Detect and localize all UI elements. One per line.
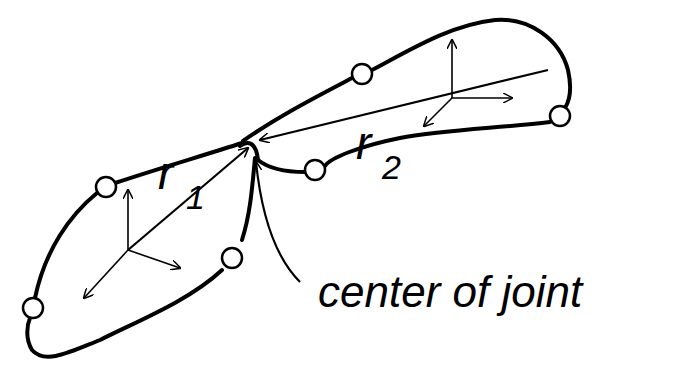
axis [452,97,512,99]
marker [550,106,570,126]
marker [305,160,325,180]
marker [352,64,372,84]
axis [84,250,128,298]
vector-label: r [158,150,173,196]
vector-label: r [356,120,371,166]
marker [23,298,43,318]
r1-vector [128,148,248,250]
r2-vector [260,70,548,140]
axis [451,40,453,98]
marker [96,177,116,197]
lower-segment [27,143,255,357]
axis [128,250,180,268]
joint-leader [256,162,300,282]
upper-segment [243,20,570,172]
vector-subscript: 2 [382,150,401,184]
marker [222,248,242,268]
axis [127,190,129,250]
vector-subscript: 1 [186,180,205,214]
axis [424,98,452,126]
joint-label: center of joint [318,270,582,314]
